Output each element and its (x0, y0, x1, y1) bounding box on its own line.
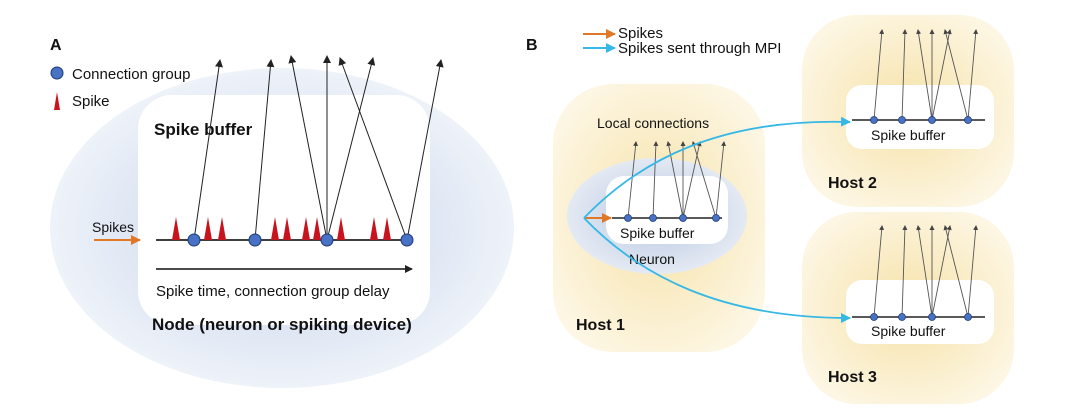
panel-a: A Connection group Spike Spike buffer Sp… (50, 37, 514, 388)
connection-group (870, 313, 878, 321)
host-1-buffer-region (606, 176, 728, 244)
connection-line (901, 29, 908, 121)
spike-buffer-region (138, 95, 430, 325)
connection-group (248, 233, 262, 247)
connection-line (288, 55, 328, 241)
node-label: Node (neuron or spiking device) (152, 315, 412, 334)
spike (283, 217, 291, 240)
connection-line (193, 59, 223, 241)
connection-group (898, 313, 906, 321)
panel-a-label: A (50, 37, 62, 54)
connection-line (967, 29, 979, 121)
connection-group (870, 116, 878, 124)
connection-line (406, 59, 444, 241)
connection-line (943, 225, 969, 318)
connection-line (901, 225, 908, 318)
host-2-label: Host 2 (828, 175, 877, 192)
connection-line (916, 29, 933, 121)
connection-group (928, 116, 936, 124)
host-2-spike-buffer-label: Spike buffer (871, 127, 946, 143)
spike (370, 217, 378, 240)
connection-line (338, 57, 408, 241)
spike (313, 217, 321, 240)
local-connection-line (715, 141, 727, 219)
host-3-spike-buffer-label: Spike buffer (871, 323, 946, 339)
spikes (172, 217, 391, 240)
spikes-input-label: Spikes (92, 219, 134, 235)
connection-group (624, 214, 632, 222)
host-1: Local connections Spike buffer Neuron Ho (553, 84, 765, 352)
connection-line (931, 225, 952, 318)
local-connection-line (652, 141, 659, 219)
connection-lines (193, 55, 444, 241)
spike (383, 217, 391, 240)
connection-group (320, 233, 334, 247)
connection-line (873, 29, 885, 121)
spike (337, 217, 345, 240)
mpi-arrow-to-host-3 (583, 217, 851, 323)
connection-group-legend-icon (50, 66, 64, 80)
spike (218, 217, 226, 240)
legend-connection-group-label: Connection group (72, 66, 190, 83)
connection-group (898, 116, 906, 124)
host-3-buffer-region (846, 280, 994, 344)
connection-groups (187, 233, 414, 247)
connection-group (400, 233, 414, 247)
local-connection-line (691, 141, 717, 219)
connection-group (679, 214, 687, 222)
local-connections-label: Local connections (597, 115, 709, 131)
connection-group (964, 313, 972, 321)
connection-group (928, 313, 936, 321)
spike-legend-icon (54, 92, 60, 110)
connection-line (967, 225, 979, 318)
spike (172, 217, 180, 240)
host-3-label: Host 3 (828, 369, 877, 386)
panel-b: B Spikes Spikes sent through MPI Local c… (526, 15, 1014, 404)
connection-group (964, 116, 972, 124)
panel-b-label: B (526, 37, 538, 54)
connection-line (943, 29, 969, 121)
connection-line (254, 59, 275, 241)
legend-spikes-label: Spikes (618, 25, 663, 42)
connection-group (712, 214, 720, 222)
time-axis-label: Spike time, connection group delay (156, 283, 390, 300)
host-1-spike-buffer-label: Spike buffer (620, 225, 695, 241)
host-2: Spike buffer Host 2 (802, 15, 1014, 207)
connection-line (873, 225, 885, 318)
mpi-arrow-to-host-2 (583, 116, 851, 219)
connection-line (931, 29, 952, 121)
connection-line (916, 225, 933, 318)
connection-group (187, 233, 201, 247)
host-2-buffer-region (846, 85, 994, 149)
local-connection-line (627, 141, 639, 219)
neuron-label: Neuron (629, 251, 675, 267)
spike (271, 217, 279, 240)
spike (302, 217, 310, 240)
connection-line (326, 57, 376, 241)
legend-mpi-label: Spikes sent through MPI (618, 40, 781, 57)
legend-spike-label: Spike (72, 93, 110, 110)
host-3: Spike buffer Host 3 (802, 212, 1014, 404)
host-1-label: Host 1 (576, 317, 625, 334)
spike-buffer-title: Spike buffer (154, 120, 253, 139)
connection-group (649, 214, 657, 222)
spike (204, 217, 212, 240)
